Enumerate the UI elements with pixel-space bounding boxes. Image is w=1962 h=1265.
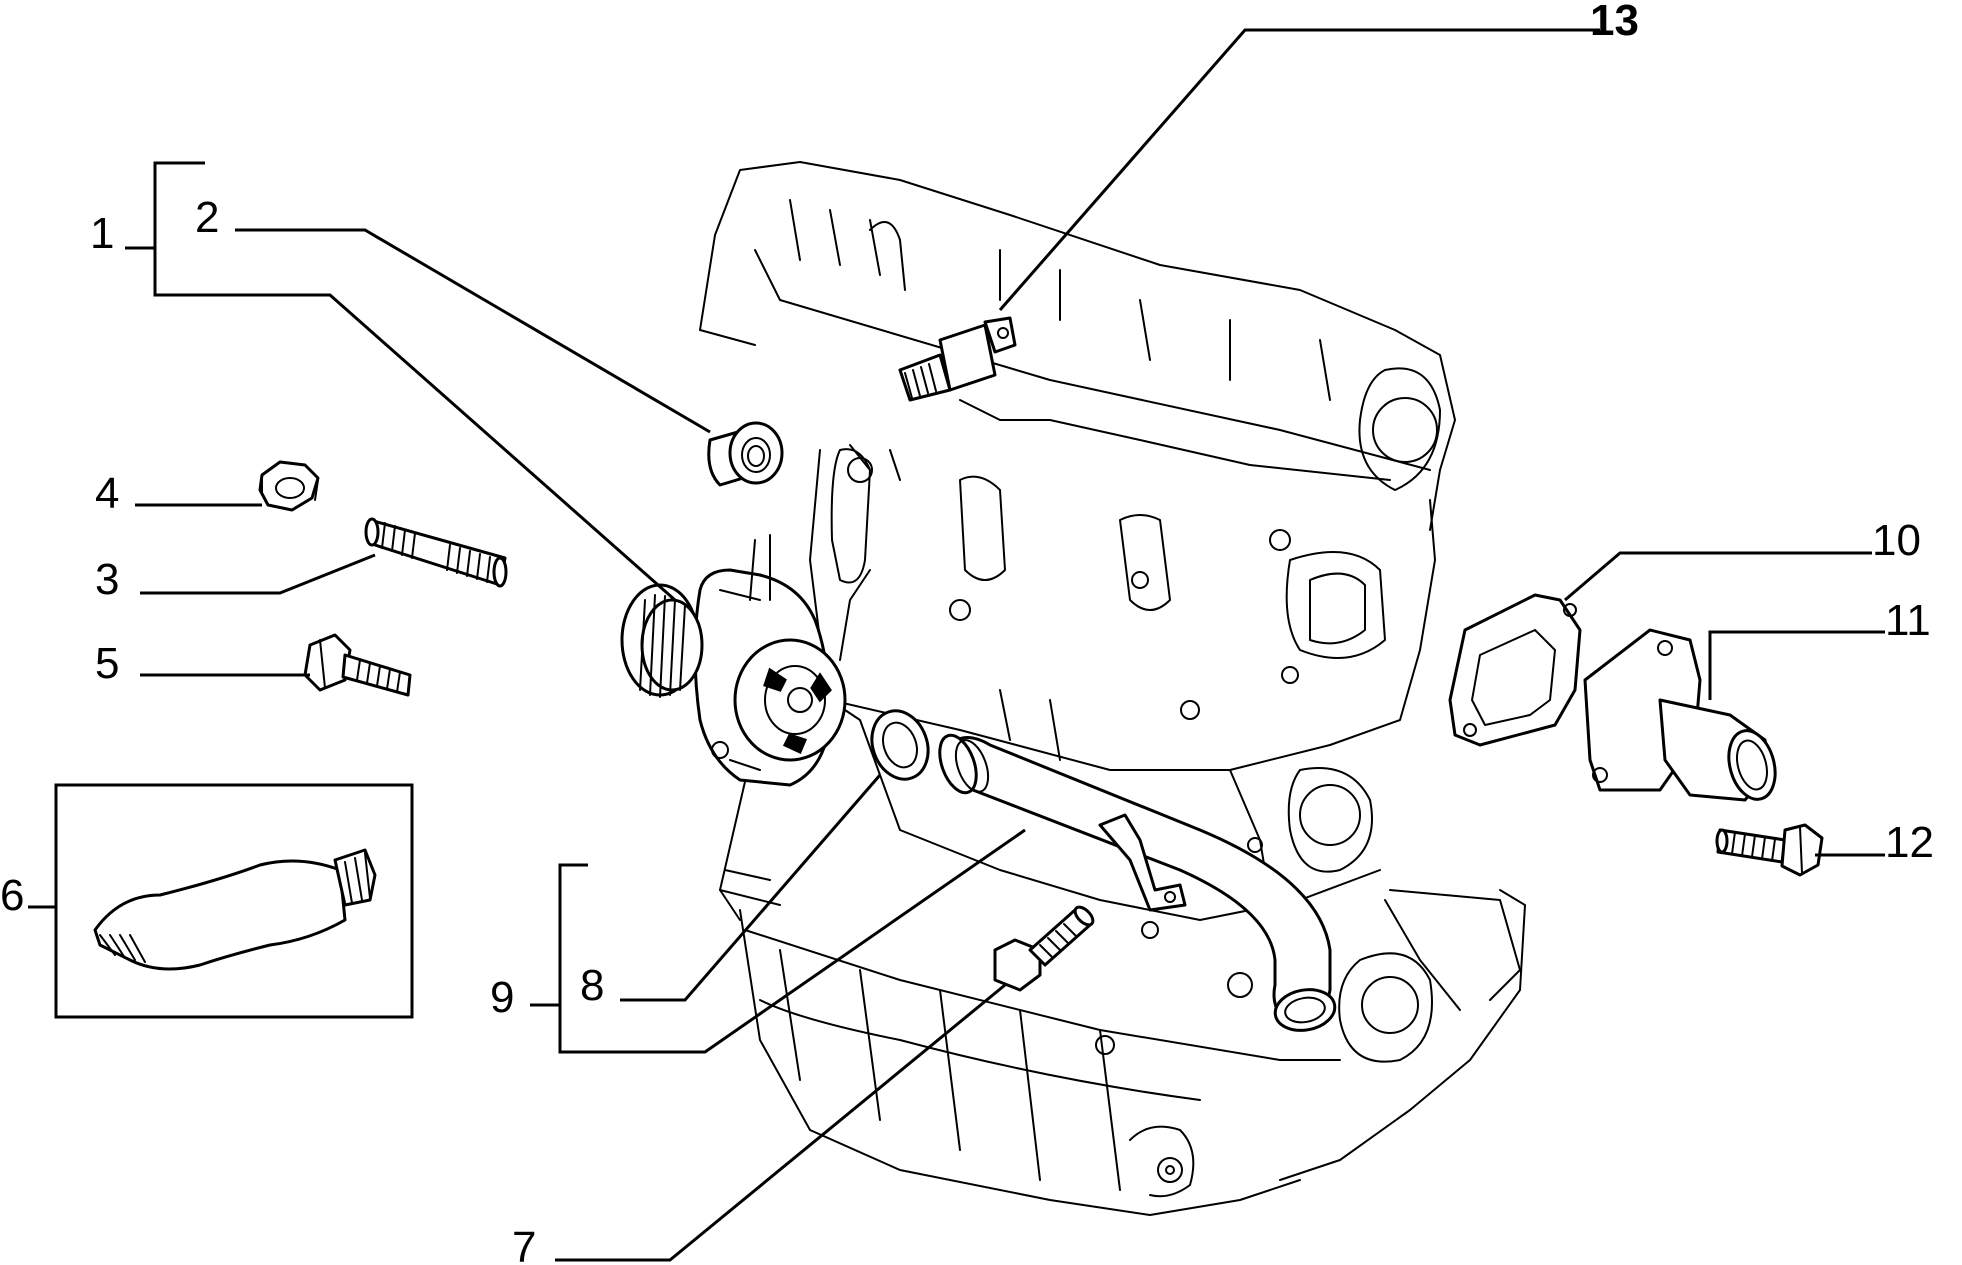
callout-6: 6: [0, 871, 24, 920]
callout-5: 5: [95, 639, 119, 688]
callout-13: 13: [1590, 0, 1639, 45]
bolt-part-12: [1715, 823, 1824, 877]
bearing-part: [707, 421, 784, 487]
bolt-part-5: [303, 633, 412, 697]
bolt-part-7: [993, 905, 1095, 992]
callout-3: 3: [95, 555, 119, 604]
stud-part: [364, 517, 508, 588]
callout-2: 2: [195, 193, 219, 242]
callout-7: 7: [512, 1223, 536, 1265]
sealant-tube-part: [54, 783, 414, 1019]
thermostat-housing-part: [1583, 628, 1777, 802]
callout-4: 4: [95, 469, 119, 518]
callout-10: 10: [1872, 516, 1921, 565]
temperature-sender-part: [898, 316, 1017, 402]
callout-1: 1: [90, 209, 114, 258]
nut-part: [258, 460, 320, 512]
callout-11: 11: [1885, 596, 1931, 645]
gasket-part: [1448, 593, 1582, 747]
callout-12: 12: [1885, 818, 1934, 867]
callout-8: 8: [580, 961, 604, 1010]
seal-ring-part: [870, 709, 930, 781]
coolant-pipe-part: [938, 733, 1337, 1032]
leader-lines: [28, 28, 1885, 1262]
water-pump-part: [620, 534, 847, 787]
callout-9: 9: [490, 973, 514, 1022]
part-6-box: [54, 783, 414, 1019]
